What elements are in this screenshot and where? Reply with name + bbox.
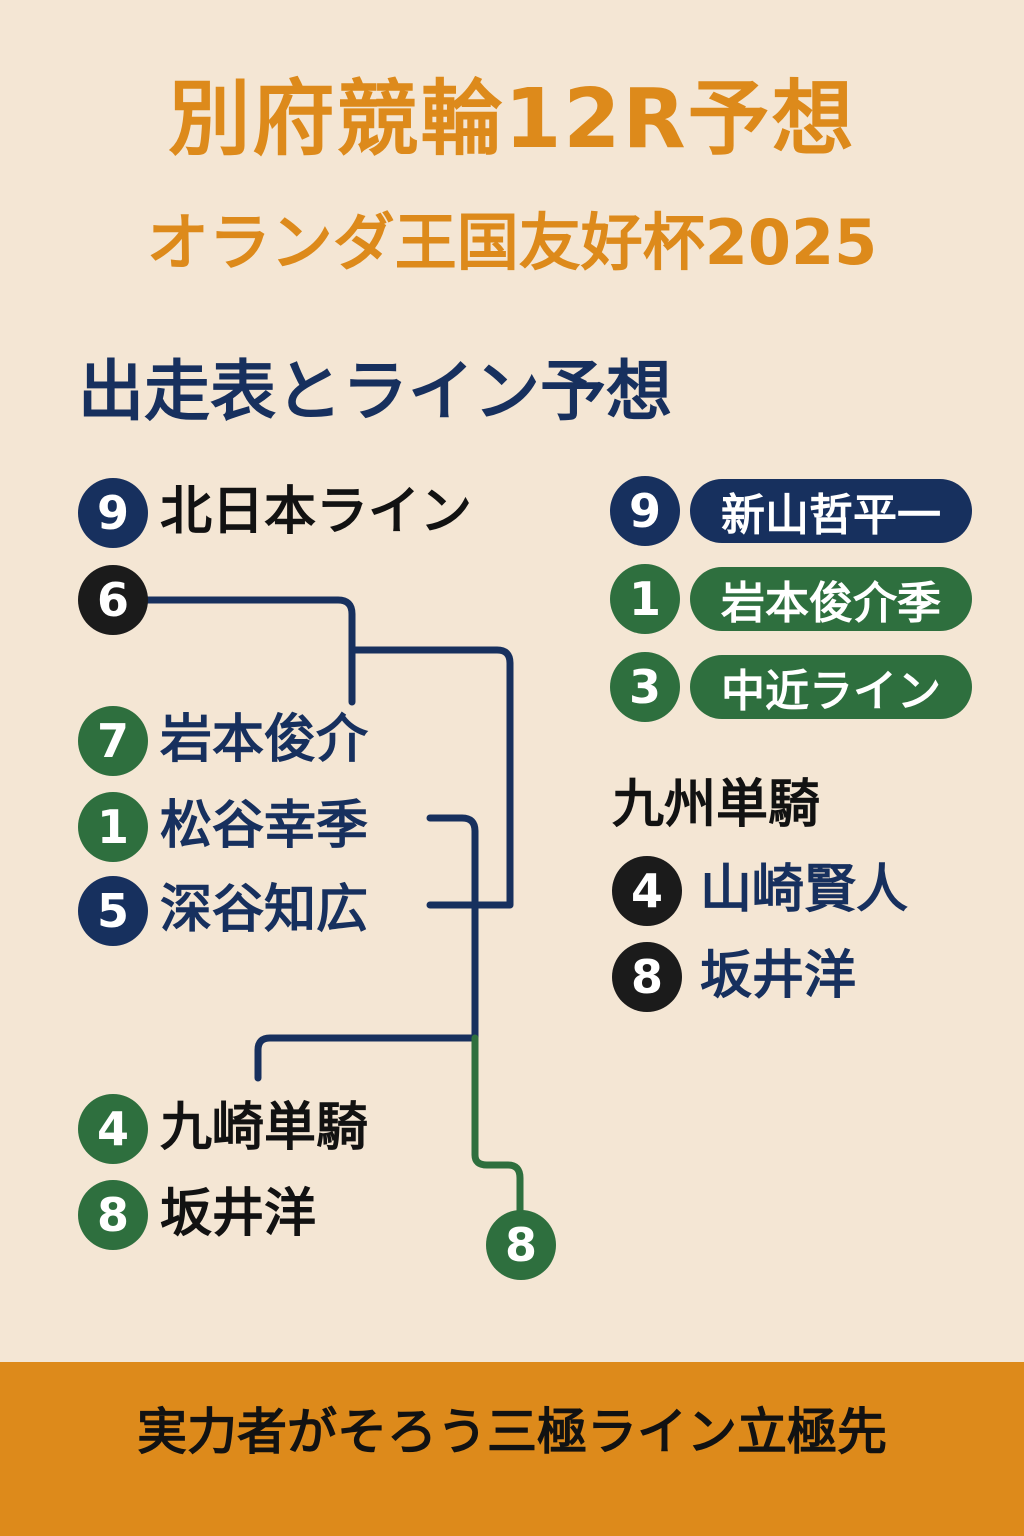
rider-name: 坂井洋	[700, 946, 857, 1006]
rider-name: 岩本俊介	[160, 710, 369, 770]
line-number-badge: 9	[78, 478, 148, 548]
rider-name: 深谷知広	[160, 880, 369, 940]
rider-name: 坂井洋	[160, 1184, 317, 1244]
page-subtitle: オランダ王国友好杯2025	[146, 206, 878, 279]
footer-band	[0, 1362, 1024, 1536]
rider-number-badge: 8	[78, 1180, 148, 1250]
line-pill: 岩本俊介季	[690, 567, 972, 631]
rider-number-badge: 7	[78, 706, 148, 776]
section-title: 出走表とライン予想	[78, 353, 672, 430]
page-title: 別府競輪12R予想	[168, 72, 856, 167]
rider-number-badge: 1	[78, 792, 148, 862]
connector-navy-2	[348, 646, 514, 909]
rider-name: 山崎賢人	[700, 860, 909, 920]
rider-number-badge: 4	[612, 856, 682, 926]
connector-green	[471, 1034, 524, 1214]
connector-navy-3	[254, 814, 479, 1082]
rider-name: 松谷幸季	[160, 796, 369, 856]
start-number-badge: 6	[78, 565, 148, 635]
kyushu-subheading: 九州単騎	[612, 775, 821, 835]
line-number-badge: 3	[610, 652, 680, 722]
rider-number-badge: 5	[78, 876, 148, 946]
line-label-kitanihon: 北日本ライン	[160, 482, 473, 542]
line-pill: 新山哲平一	[690, 479, 972, 543]
end-number-badge: 8	[486, 1210, 556, 1280]
connector-navy-1	[141, 596, 356, 706]
rider-name: 九崎単騎	[160, 1098, 369, 1158]
line-pill: 中近ライン	[690, 655, 972, 719]
line-number-badge: 9	[610, 476, 680, 546]
rider-number-badge: 8	[612, 942, 682, 1012]
footer-text: 実力者がそろう三極ライン立極先	[137, 1403, 887, 1461]
rider-number-badge: 4	[78, 1094, 148, 1164]
line-number-badge: 1	[610, 564, 680, 634]
